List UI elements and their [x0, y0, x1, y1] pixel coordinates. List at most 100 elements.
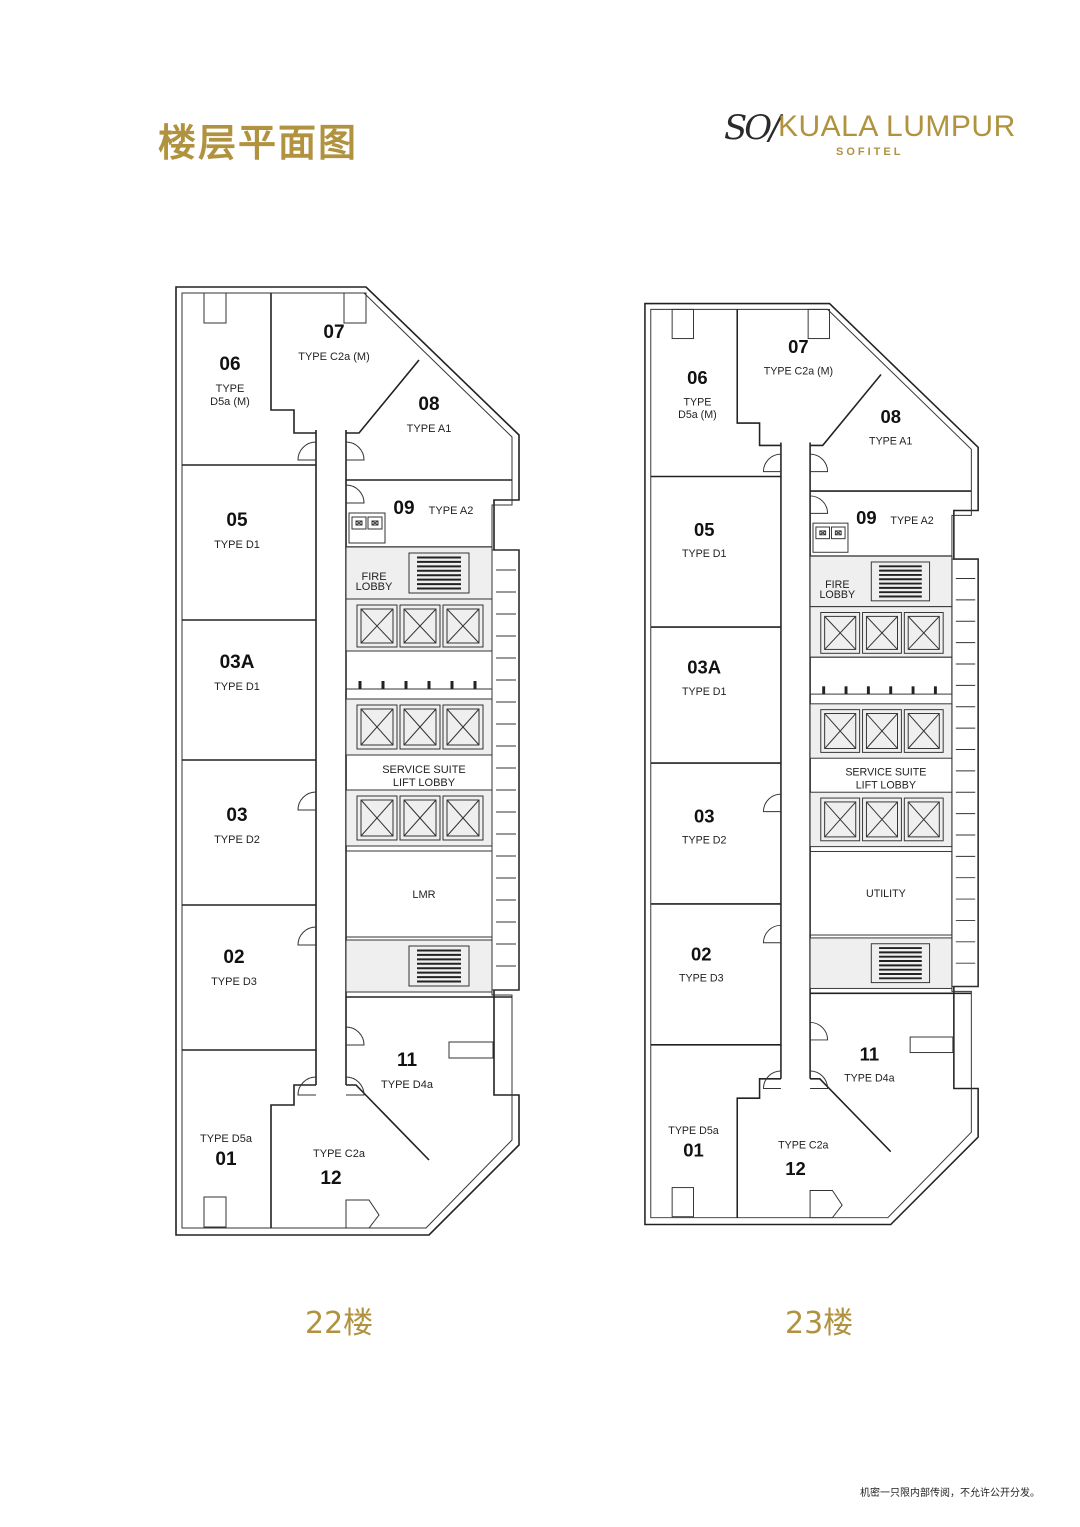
lift-bank-3	[809, 791, 953, 848]
unit-number: 06	[687, 367, 708, 388]
lift-car-inner	[907, 713, 940, 749]
column-bottom-right	[345, 1199, 380, 1229]
lift-car	[442, 795, 484, 841]
unit-type-label: TYPE D1	[214, 539, 260, 551]
lift-car-inner	[865, 801, 898, 838]
lift-car	[356, 704, 398, 750]
unit-number: 11	[397, 1050, 418, 1071]
floor-label-22: 22楼	[305, 1306, 374, 1341]
lift-car-inner	[403, 608, 437, 644]
fire-lobby-label-1: FIRE	[361, 571, 386, 583]
lift-car-inner	[907, 801, 940, 838]
lift-car-cross-b	[824, 713, 857, 749]
unit-number: 07	[788, 336, 809, 357]
unit-number: 02	[691, 943, 712, 964]
unit-number: 03	[694, 805, 715, 826]
lift-car	[356, 795, 398, 841]
door-06	[297, 441, 317, 461]
lift-car-cross-b	[360, 708, 394, 746]
unit-type-label: TYPE D4a	[844, 1073, 894, 1085]
door-03	[297, 791, 317, 811]
riser-strip	[951, 558, 979, 987]
fire-lobby-label-2: LOBBY	[356, 581, 393, 593]
page-title: 楼层平面图	[158, 121, 359, 165]
lift-car	[903, 612, 944, 654]
partition-12-11	[346, 1084, 430, 1161]
unit-type-label: TYPE D4a	[381, 1079, 434, 1091]
lift-car	[903, 797, 944, 842]
brand-city: KUALA LUMPUR	[778, 110, 1016, 143]
vent-11	[448, 1041, 494, 1059]
floor-label-23: 23楼	[785, 1306, 854, 1341]
partition-07-08	[346, 359, 420, 434]
stair-bottom-zone	[345, 939, 493, 993]
lift-lobby-upper	[809, 656, 953, 695]
unit-number: 07	[323, 322, 344, 343]
partition-07-08	[810, 374, 882, 447]
unit-type-label: TYPE D2	[682, 835, 727, 847]
unit-number: 03A	[220, 652, 255, 673]
lift-car	[862, 709, 902, 753]
lift-car-inner	[403, 708, 437, 746]
lift-car	[399, 704, 441, 750]
lift-car-cross-b	[907, 801, 940, 838]
lift-car-inner	[360, 608, 394, 644]
lift-car-inner	[865, 713, 898, 749]
unit-number: 08	[880, 406, 901, 427]
lift-car-cross-b	[403, 799, 437, 837]
lift-car-cross-b	[403, 608, 437, 644]
lift-car-inner	[446, 799, 480, 837]
lift-car	[820, 709, 861, 753]
lift-car	[442, 704, 484, 750]
door-12	[345, 1076, 365, 1096]
partition-06-07	[736, 309, 781, 447]
column-bottom-right	[809, 1190, 843, 1219]
shaft-09	[348, 512, 386, 544]
lift-car-inner	[360, 708, 394, 746]
shaft-09-a-inner	[819, 530, 827, 536]
lift-car-inner	[446, 708, 480, 746]
vent-11	[909, 1036, 954, 1054]
unit-number: 03	[226, 805, 247, 826]
lift-lobby-upper	[345, 650, 493, 690]
shaft-09-b	[830, 526, 846, 540]
brand-logo: SO/ KUALA LUMPUR SOFITEL	[724, 108, 1024, 168]
shaft-09-a	[351, 516, 367, 530]
shaft-09-a	[815, 526, 831, 540]
unit-type-label: TYPE A1	[869, 435, 912, 447]
unit-type-label: TYPE D1	[682, 548, 727, 560]
shaft-09-b-cross-b	[835, 530, 842, 536]
inner-wall	[650, 308, 972, 1219]
unit-number: 01	[683, 1140, 704, 1161]
partition-01-12	[270, 1084, 316, 1228]
unit-type-label: TYPE D3	[679, 973, 724, 985]
unit-type-label: TYPE C2a (M)	[298, 351, 370, 363]
unit-number: 03A	[687, 657, 721, 678]
lift-car-inner	[446, 608, 480, 644]
unit-number: 11	[860, 1043, 880, 1064]
unit-type-label: TYPE D2	[214, 834, 260, 846]
brand-sub: SOFITEL	[836, 146, 904, 158]
lift-car-cross-b	[446, 608, 480, 644]
lift-car-cross-b	[866, 616, 898, 650]
partition-12-11	[810, 1078, 892, 1153]
lift-bank-2	[345, 698, 493, 756]
unit-type-label: TYPE A2	[890, 515, 933, 527]
lift-car	[442, 604, 484, 648]
partition-06-07	[270, 293, 316, 434]
lift-car-inner	[824, 801, 857, 838]
